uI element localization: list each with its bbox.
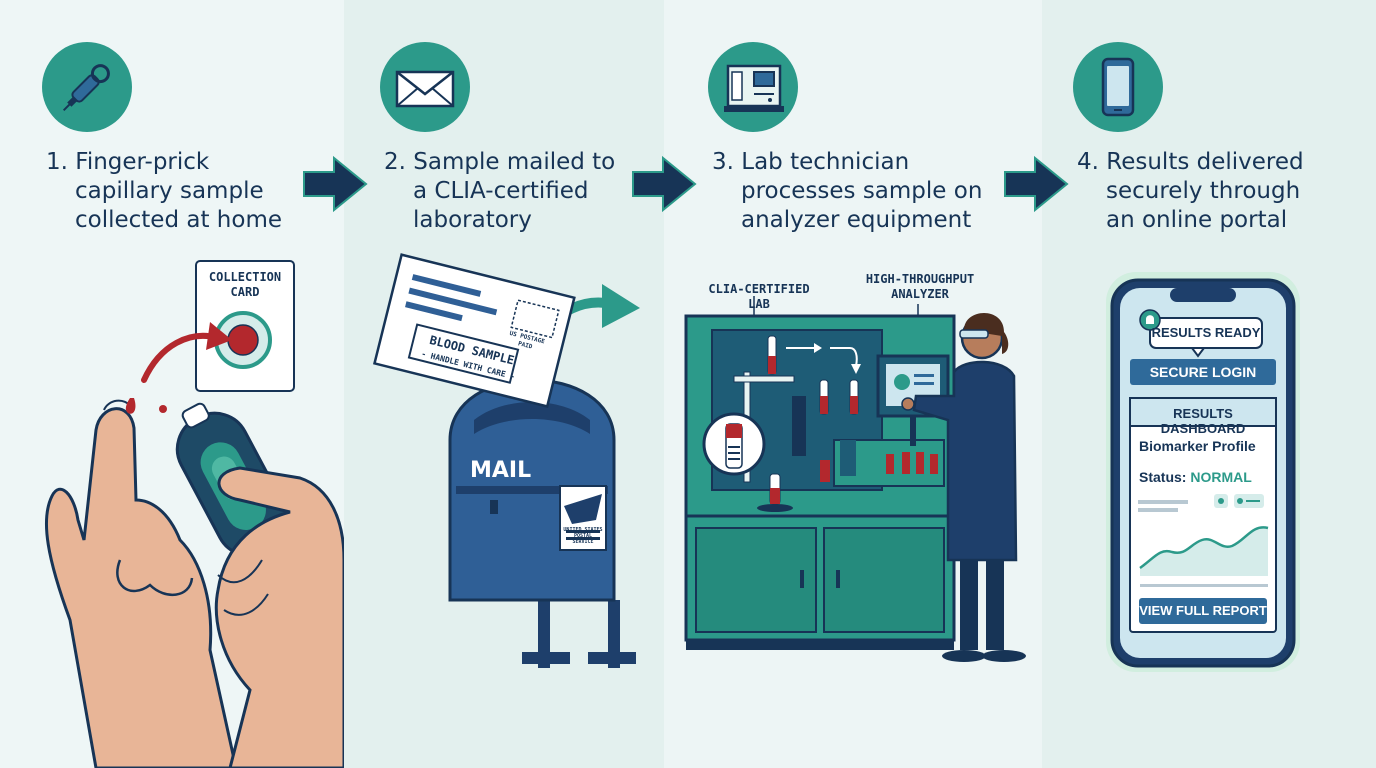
lab-analyzer-icon [708, 42, 798, 132]
collection-card-label: COLLECTION CARD [208, 270, 282, 299]
results-ready-notification: RESULTS READY [1151, 325, 1261, 340]
flow-arrow-2-icon [632, 155, 697, 213]
mailbox-label: MAIL [470, 458, 532, 483]
flow-arrow-3-icon [1004, 155, 1069, 213]
status-row: Status: NORMAL [1139, 469, 1252, 485]
flow-arrow-1-icon [303, 155, 368, 213]
usps-plate-text: UNITED STATES POSTAL SERVICE [563, 527, 603, 545]
analyzer-label: HIGH-THROUGHPUT ANALYZER [865, 272, 975, 301]
clia-lab-label: CLIA-CERTIFIED LAB [708, 282, 810, 311]
status-label: Status: [1139, 469, 1187, 485]
lab-illustration [684, 296, 1026, 662]
lancet-icon [42, 42, 132, 132]
biomarker-profile-label: Biomarker Profile [1139, 438, 1256, 454]
smartphone-icon [1073, 42, 1163, 132]
mailing-illustration [372, 253, 640, 668]
envelope-icon [380, 42, 470, 132]
view-full-report-button[interactable]: VIEW FULL REPORT [1139, 598, 1267, 624]
step-3-title: 3. Lab technician processes sample on an… [712, 149, 983, 233]
dashboard-title: RESULTS DASHBOARD [1160, 406, 1246, 436]
status-value: NORMAL [1190, 469, 1252, 485]
secure-login-button[interactable]: SECURE LOGIN [1130, 359, 1276, 385]
finger-prick-illustration [44, 260, 344, 768]
step-1-title: 1. Finger-prick capillary sample collect… [46, 149, 282, 233]
step-4-title: 4. Results delivered securely through an… [1077, 149, 1304, 233]
step-2-title: 2. Sample mailed to a CLIA-certified lab… [384, 149, 616, 233]
